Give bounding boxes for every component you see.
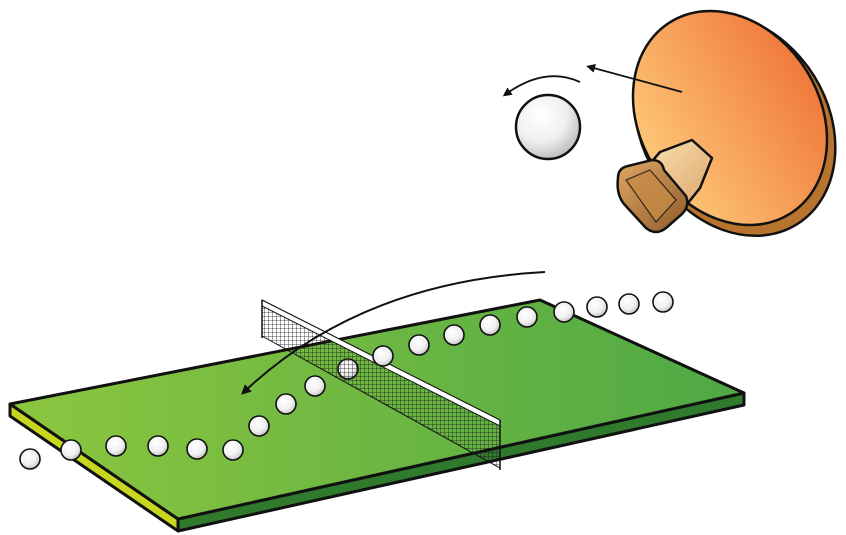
trail-ball [480, 315, 500, 335]
trail-ball [187, 439, 207, 459]
trail-ball [249, 416, 269, 436]
trail-ball [148, 436, 168, 456]
trail-ball [444, 325, 464, 345]
ping-pong-table [10, 300, 744, 531]
trail-ball [373, 346, 393, 366]
spin-direction-arrow [506, 76, 580, 94]
ping-pong-ball [516, 95, 580, 159]
trail-ball [517, 307, 537, 327]
trail-ball [61, 440, 81, 460]
trail-ball [554, 302, 574, 322]
trail-ball [223, 440, 243, 460]
trail-ball [106, 436, 126, 456]
trail-ball [20, 449, 40, 469]
trail-ball [409, 335, 429, 355]
trail-ball [305, 376, 325, 396]
paddle [594, 0, 846, 274]
trail-ball [276, 394, 296, 414]
trail-ball [587, 297, 607, 317]
trail-ball [619, 294, 639, 314]
trail-ball [653, 292, 673, 312]
